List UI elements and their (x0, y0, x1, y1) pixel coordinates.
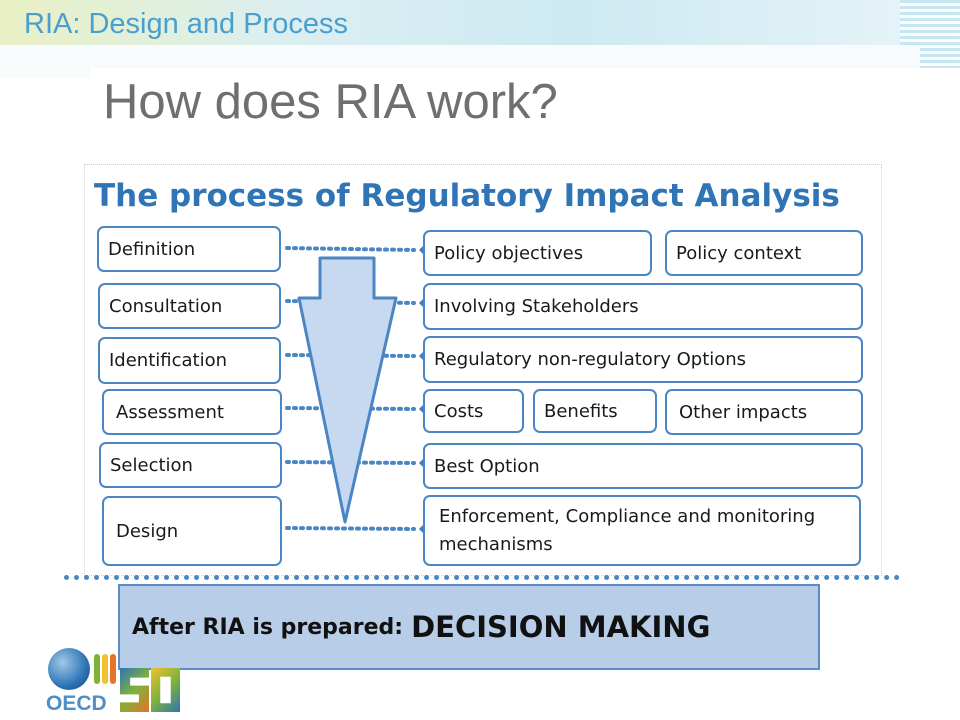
output-policy-context: Policy context (665, 230, 863, 276)
connector-definition (285, 246, 416, 252)
connector-design (285, 526, 416, 531)
output-enforcement: Enforcement, Compliance and monitoring m… (423, 495, 861, 566)
stage-consultation: Consultation (98, 283, 281, 329)
fifty-zero-tile (151, 668, 180, 712)
stage-assessment: Assessment (102, 389, 282, 435)
output-options: Regulatory non-regulatory Options (423, 336, 863, 383)
decision-making-label: DECISION MAKING (411, 610, 711, 644)
decision-box: After RIA is prepared: DECISION MAKING (118, 584, 820, 670)
output-involving-stakeholders: Involving Stakeholders (423, 283, 863, 330)
output-policy-objectives: Policy objectives (423, 230, 652, 276)
oecd-wordmark: OECD (46, 692, 107, 715)
stage-selection: Selection (99, 442, 282, 488)
down-arrow (297, 256, 398, 524)
output-best-option: Best Option (423, 443, 863, 489)
output-other-impacts: Other impacts (665, 389, 863, 435)
output-benefits: Benefits (533, 389, 657, 433)
output-costs: Costs (423, 389, 524, 433)
logo-stripe (102, 654, 108, 684)
stage-design: Design (102, 496, 282, 566)
fifty-five-tile (120, 668, 149, 712)
header-band: RIA: Design and Process (0, 0, 960, 78)
globe-icon (48, 648, 90, 690)
bottom-divider (64, 575, 900, 580)
logo-stripe (110, 654, 116, 684)
section-title: RIA: Design and Process (24, 8, 348, 40)
stage-definition: Definition (97, 226, 281, 272)
logo-stripe (94, 654, 100, 684)
slide-title: How does RIA work? (103, 75, 558, 129)
stage-identification: Identification (98, 337, 281, 384)
decision-prefix: After RIA is prepared: (132, 614, 404, 640)
anniversary-50-icon (120, 668, 180, 714)
oecd-logo: OECD (44, 646, 184, 718)
diagram-title: The process of Regulatory Impact Analysi… (94, 178, 840, 214)
